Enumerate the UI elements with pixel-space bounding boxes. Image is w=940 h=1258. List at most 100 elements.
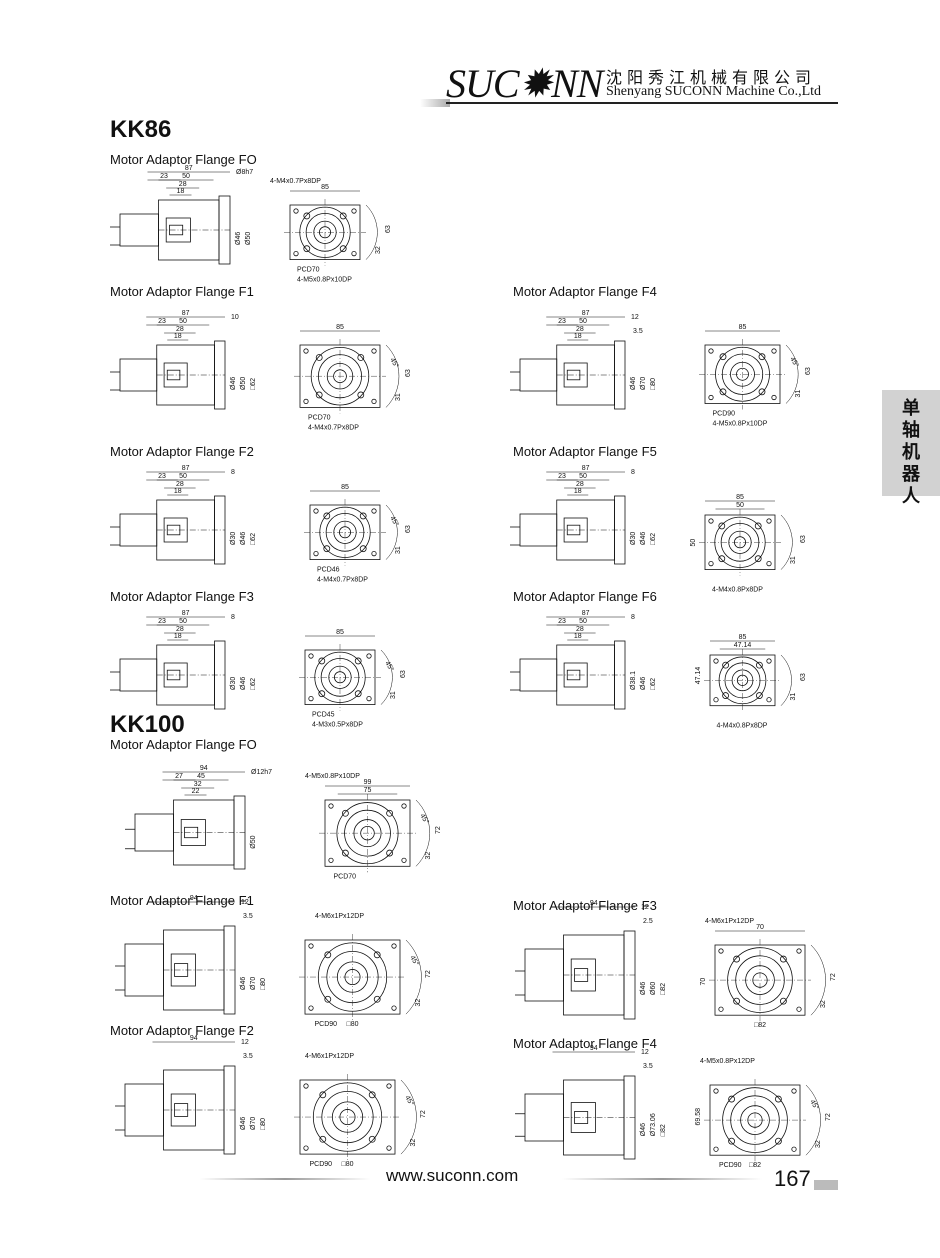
dim-kk100_fo-t1: 4-M5x0.8Px10DP bbox=[305, 773, 360, 780]
dim-kk100_f4-v: 69.58 bbox=[695, 1108, 702, 1126]
label-kk86-f3: Motor Adaptor Flange F3 bbox=[110, 589, 254, 604]
category-side-tab: 单轴机器人 bbox=[882, 390, 940, 507]
dim-kk100_f1-t1: 4-M6x1Px12DP bbox=[315, 913, 364, 920]
dim-kk86_f4-h: Ø70 bbox=[640, 377, 647, 390]
dim-kk100_f2-ang: 45° bbox=[403, 1094, 415, 1107]
dim-kk100_f3-hh: 72 bbox=[830, 973, 837, 981]
dim-kk86_f3-h: Ø46 bbox=[240, 677, 247, 690]
side-view-kk86_f2 bbox=[110, 471, 226, 565]
model-title-kk100: KK100 bbox=[110, 711, 185, 738]
dim-kk86_f4-s: 4-M5x0.8Px10DP bbox=[713, 421, 768, 428]
front-view-kk100_f2 bbox=[294, 1074, 417, 1161]
dim-kk86_f4-a: 87 bbox=[582, 310, 590, 317]
dim-kk86_f1-e: 18 bbox=[174, 333, 182, 340]
dim-kk86_fo-d: 28 bbox=[179, 181, 187, 188]
dim-kk100_fo-hh: 72 bbox=[435, 826, 442, 834]
dim-kk86_f6-v: 47.14 bbox=[695, 667, 702, 685]
dim-kk86_f6-f: 8 bbox=[631, 614, 635, 621]
side-view-kk100_f4 bbox=[515, 1051, 636, 1160]
label-kk86-f4: Motor Adaptor Flange F4 bbox=[513, 284, 657, 299]
front-view-kk86_f2 bbox=[304, 490, 398, 566]
dim-kk100_fo-m: 32 bbox=[425, 852, 432, 860]
dim-kk86_f5-w: 85 bbox=[736, 494, 744, 501]
dim-kk86_f5-e: 18 bbox=[574, 488, 582, 495]
dim-kk86_f3-a: 87 bbox=[182, 610, 190, 617]
dim-kk100_f4-i: □82 bbox=[660, 1124, 667, 1136]
side-view-kk100_fo bbox=[125, 771, 246, 870]
dim-kk100_f3-g: Ø46 bbox=[640, 982, 647, 995]
footer-website: www.suconn.com bbox=[386, 1166, 519, 1185]
dim-kk86_f5-f: 8 bbox=[631, 469, 635, 476]
side-tab-label: 单轴机器人 bbox=[902, 398, 920, 507]
dim-kk86_f2-w: 85 bbox=[341, 484, 349, 491]
dim-kk86_f2-d: 28 bbox=[176, 481, 184, 488]
front-view-kk86_f5 bbox=[699, 500, 793, 576]
dim-kk100_f4-ang: 45° bbox=[808, 1098, 820, 1111]
label-kk86-f2: Motor Adaptor Flange F2 bbox=[110, 444, 254, 459]
dim-kk86_f3-b: 23 bbox=[158, 618, 166, 625]
dim-kk100_fo-g: Ø50 bbox=[250, 835, 257, 848]
dim-kk100_f2-p: PCD90 bbox=[310, 1161, 333, 1168]
dim-kk86_f6-c: 50 bbox=[579, 618, 587, 625]
dim-kk100_f4-m: 32 bbox=[815, 1140, 822, 1148]
brand-logo: SUC✹NN bbox=[446, 61, 603, 106]
dim-kk100_f1-ang: 45° bbox=[408, 954, 420, 967]
page-number-bar bbox=[814, 1180, 838, 1190]
dim-kk86_f6-i: □62 bbox=[650, 678, 657, 690]
dim-kk86_f3-p: PCD45 bbox=[312, 712, 335, 719]
dim-kk86_f4-p: PCD90 bbox=[713, 411, 736, 418]
dim-kk100_f2-x: 3.5 bbox=[243, 1053, 253, 1060]
dim-kk100_fo-b: 27 bbox=[175, 773, 183, 780]
dim-kk86_f4-w: 85 bbox=[739, 324, 747, 331]
dim-kk100_fo-w2: 75 bbox=[364, 787, 372, 794]
dim-kk100_f4-hh: 72 bbox=[825, 1113, 832, 1121]
label-kk100-f3: Motor Adaptor Flange F3 bbox=[513, 898, 657, 913]
dim-kk86_fo-f: Ø8h7 bbox=[236, 169, 253, 176]
dim-kk86_f4-ang: 45° bbox=[788, 356, 800, 369]
dim-kk100_f1-sq: □80 bbox=[346, 1021, 358, 1028]
dim-kk86_f6-g: Ø38.1 bbox=[630, 671, 637, 690]
dim-kk86_f6-m: 31 bbox=[790, 693, 797, 701]
dim-kk100_f1-i: □80 bbox=[260, 978, 267, 990]
dim-kk86_f4-x: 3.5 bbox=[633, 328, 643, 335]
dim-kk86_f4-m: 31 bbox=[795, 390, 802, 398]
dim-kk86_f2-c: 50 bbox=[179, 473, 187, 480]
dim-kk86_f5-w2: 50 bbox=[736, 502, 744, 509]
dim-kk86_f5-m: 31 bbox=[790, 556, 797, 564]
dim-kk86_f2-f: 8 bbox=[231, 469, 235, 476]
dim-kk86_f3-w: 85 bbox=[336, 629, 344, 636]
dim-kk86_f3-ang: 45° bbox=[383, 660, 395, 673]
dim-kk86_f2-ang: 45° bbox=[388, 515, 400, 528]
company-name-en: Shenyang SUCONN Machine Co.,Ltd bbox=[606, 84, 822, 99]
dim-kk86_fo-hh: 63 bbox=[385, 225, 392, 233]
dim-kk100_f2-hh: 72 bbox=[420, 1110, 427, 1118]
dim-kk86_f6-a: 87 bbox=[582, 610, 590, 617]
label-kk100-fo: Motor Adaptor Flange FO bbox=[110, 737, 257, 752]
dim-kk86_f3-c: 50 bbox=[179, 618, 187, 625]
page-number: 167 bbox=[774, 1166, 811, 1191]
dim-kk86_f2-i: □62 bbox=[250, 533, 257, 545]
dim-kk86_fo-c: 50 bbox=[182, 173, 190, 180]
dim-kk86_f1-w: 85 bbox=[336, 324, 344, 331]
dim-kk100_f3-t1: 4-M6x1Px12DP bbox=[705, 918, 754, 925]
side-view-kk86_f6 bbox=[510, 616, 626, 710]
dim-kk86_f1-g: Ø46 bbox=[230, 377, 237, 390]
dim-kk86_f4-g: Ø46 bbox=[630, 377, 637, 390]
dim-kk100_f2-i: □80 bbox=[260, 1118, 267, 1130]
dim-kk86_f6-d: 28 bbox=[576, 626, 584, 633]
dim-kk86_f1-h: Ø50 bbox=[240, 377, 247, 390]
dim-kk86_f5-i: □62 bbox=[650, 533, 657, 545]
dim-kk86_fo-h: Ø50 bbox=[245, 232, 252, 245]
label-kk86-f5: Motor Adaptor Flange F5 bbox=[513, 444, 657, 459]
dim-kk100_fo-f: Ø12h7 bbox=[251, 769, 272, 776]
dim-kk86_fo-e: 18 bbox=[177, 188, 185, 195]
dim-kk86_f6-w: 85 bbox=[739, 634, 747, 641]
label-kk86-f1: Motor Adaptor Flange F1 bbox=[110, 284, 254, 299]
dim-kk100_fo-d: 32 bbox=[194, 781, 202, 788]
dim-kk86_f4-hh: 63 bbox=[805, 367, 812, 375]
dim-kk86_f6-s: 4-M4x0.8Px8DP bbox=[717, 723, 768, 730]
footer-rule-left bbox=[200, 1178, 370, 1180]
company-name-cn: 沈阳秀江机械有限公司 bbox=[606, 68, 817, 87]
dim-kk100_f1-m: 32 bbox=[415, 999, 422, 1007]
dim-kk100_f4-g: Ø46 bbox=[640, 1123, 647, 1136]
